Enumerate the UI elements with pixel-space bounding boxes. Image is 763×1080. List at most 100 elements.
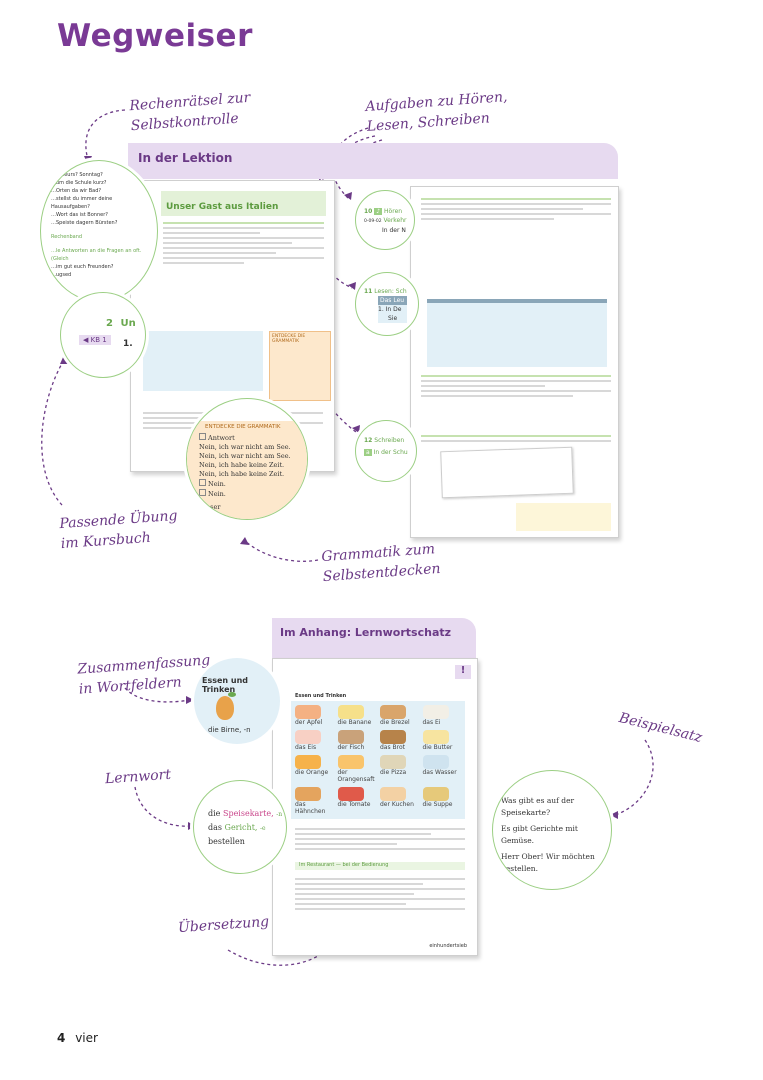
page-footer: einhundertsieb: [429, 943, 467, 949]
example-sentence: bestellen.: [501, 864, 538, 873]
food-item: der Apfel: [295, 705, 334, 726]
plural-ending: -n: [276, 811, 283, 818]
text-head: Das Leu: [378, 296, 407, 305]
blue-table: [143, 331, 263, 391]
grammar-option[interactable]: Nein.: [199, 489, 295, 499]
zoom-circle-lernwort: die Speisekarte, -n das Gericht, -e best…: [193, 780, 287, 874]
exercise-text: In der Schu: [373, 449, 408, 456]
vocab-lines-1: [295, 825, 465, 853]
food-item: das Eis: [295, 730, 334, 751]
audio-icon[interactable]: ♪: [374, 208, 383, 215]
food-item: der Kuchen: [380, 787, 419, 815]
anhang-banner: Im Anhang: Lernwortschatz: [272, 618, 476, 658]
grammar-line: Nein, ich habe keine Zeit.: [199, 470, 285, 478]
vocab-word: das Gericht, -e: [208, 823, 266, 832]
arrow-grammatik: [243, 539, 319, 562]
zoom-circle-schreiben: 12 Schreiben a In der Schu: [355, 420, 417, 482]
audio-track: 0-09-02: [364, 219, 382, 224]
orange-grammar-box: ENTDECKE DIE GRAMMATIK: [269, 331, 331, 401]
zoom-circle-hoeren: 10 ♪ Hören 0-09-02 Verkehr In der N: [355, 190, 415, 250]
vocab-noun: Speisekarte,: [222, 809, 274, 818]
right-block-2: [421, 372, 611, 400]
grammar-line: Nein, ich war nicht am See.: [199, 452, 291, 460]
riddle-line: …Wort das ist Bonner?: [51, 212, 108, 218]
exercise-number: 10: [364, 208, 373, 215]
example-sentence: Herr Ober! Wir möchten: [501, 852, 595, 861]
kb-item: 1.: [123, 339, 133, 349]
exercise-number: 12: [364, 437, 373, 444]
lektion-banner-title: In der Lektion: [138, 151, 233, 165]
plural-ending: -e: [260, 825, 266, 832]
food-item: die Pizza: [380, 755, 419, 783]
food-item: das Ei: [422, 705, 462, 726]
zoom-circle-rechenraetsel: …teneurs? Sonntag? …um die Schule kurz? …: [40, 160, 158, 302]
lektion-banner: In der Lektion: [128, 143, 618, 179]
page-title: Wegweiser: [57, 18, 253, 54]
exercise-lines: [163, 222, 324, 264]
orange-grammar-header: ENTDECKE DIE GRAMMATIK: [272, 334, 306, 344]
food-item: die Tomate: [337, 787, 377, 815]
example-sentence: Was gibt es auf der: [501, 796, 575, 805]
exercise-label: Schreiben: [374, 437, 405, 444]
vocab-verb: bestellen: [208, 837, 245, 846]
checkbox-icon: [199, 433, 206, 440]
food-item: die Orange: [295, 755, 334, 783]
note-card: [440, 446, 574, 499]
exclaim-badge: !: [455, 665, 471, 679]
example-sentence: Es gibt Gerichte mit Gemüse.: [501, 824, 578, 845]
leaf-icon: [228, 692, 236, 697]
riddle-q2: …ugsed: [51, 272, 72, 278]
grammar-footer: Dieser: [199, 503, 221, 511]
grammar-choice[interactable]: Antwort: [199, 433, 295, 443]
exercise-text: In der N: [382, 227, 406, 234]
vocab-lines-2: [295, 875, 465, 913]
kb-badge[interactable]: ◀ KB 1: [79, 335, 111, 345]
food-item: die Butter: [422, 730, 462, 751]
right-table: [427, 299, 607, 367]
riddle-line: …teneurs? Sonntag?: [51, 172, 103, 178]
anhang-page: ! Essen und Trinken der Apfel die Banane…: [272, 658, 478, 956]
right-block-1: [421, 195, 611, 223]
arrow-passende: [41, 359, 65, 506]
edit-icon[interactable]: a: [364, 449, 372, 456]
vocab-word: die Speisekarte, -n: [208, 809, 283, 818]
grammar-zoom-header: ENTDECKE DIE GRAMMATIK: [205, 424, 281, 430]
page-number-word: vier: [75, 1031, 98, 1045]
right-block-3: [421, 432, 611, 445]
page-number: 4: [57, 1031, 66, 1045]
food-item: das Wasser: [422, 755, 462, 783]
zoom-circle-beispielsatz: Was gibt es auf der Speisekarte? Es gibt…: [492, 770, 612, 890]
food-item: der Orangensaft: [337, 755, 377, 783]
riddle-line: …um die Schule kurz?: [51, 180, 107, 186]
unit-title-bar: Unser Gast aus Italien: [161, 191, 326, 216]
grammar-line: Nein, ich war nicht am See.: [199, 443, 291, 451]
unit-title: Unser Gast aus Italien: [166, 202, 279, 212]
exercise-sub: Verkehr: [383, 217, 407, 224]
food-item: die Banane: [337, 705, 377, 726]
zoom-circle-kursbuch: 2 Un ◀ KB 1 1.: [60, 292, 146, 378]
exercise-number: 2: [106, 318, 113, 329]
grammar-zoom-box: ENTDECKE DIE GRAMMATIK Antwort Nein, ich…: [187, 421, 307, 519]
arrow-zusammenfassung: [124, 687, 191, 703]
riddle-q1: …im gut euch Freunden?: [51, 264, 114, 270]
rechenband-label: Rechenband: [51, 234, 83, 240]
riddle-line: …stellst du immer deine Hausaufgaben?: [51, 196, 113, 210]
checkbox-icon: [199, 479, 206, 486]
food-item: die Brezel: [380, 705, 419, 726]
text-item: 1. In De: [378, 305, 407, 314]
riddle-question: …le Antworten an die Fragen an oft. (Gle…: [51, 248, 142, 262]
checkbox-icon: [199, 489, 206, 496]
section-bar: Im Restaurant — bei der Bedienung: [295, 862, 465, 870]
grammar-option[interactable]: Nein.: [199, 479, 295, 489]
food-item: der Fisch: [337, 730, 377, 751]
exercise-label: Lesen: Sch: [374, 288, 407, 295]
exercise-number: 11: [364, 288, 373, 295]
text-item: Sie: [378, 314, 407, 323]
exercise-title: Un: [120, 318, 136, 329]
yellow-box: [516, 503, 611, 531]
food-grid: der Apfel die Banane die Brezel das Ei d…: [291, 701, 465, 819]
arrow-rechenraetsel: [85, 109, 126, 161]
